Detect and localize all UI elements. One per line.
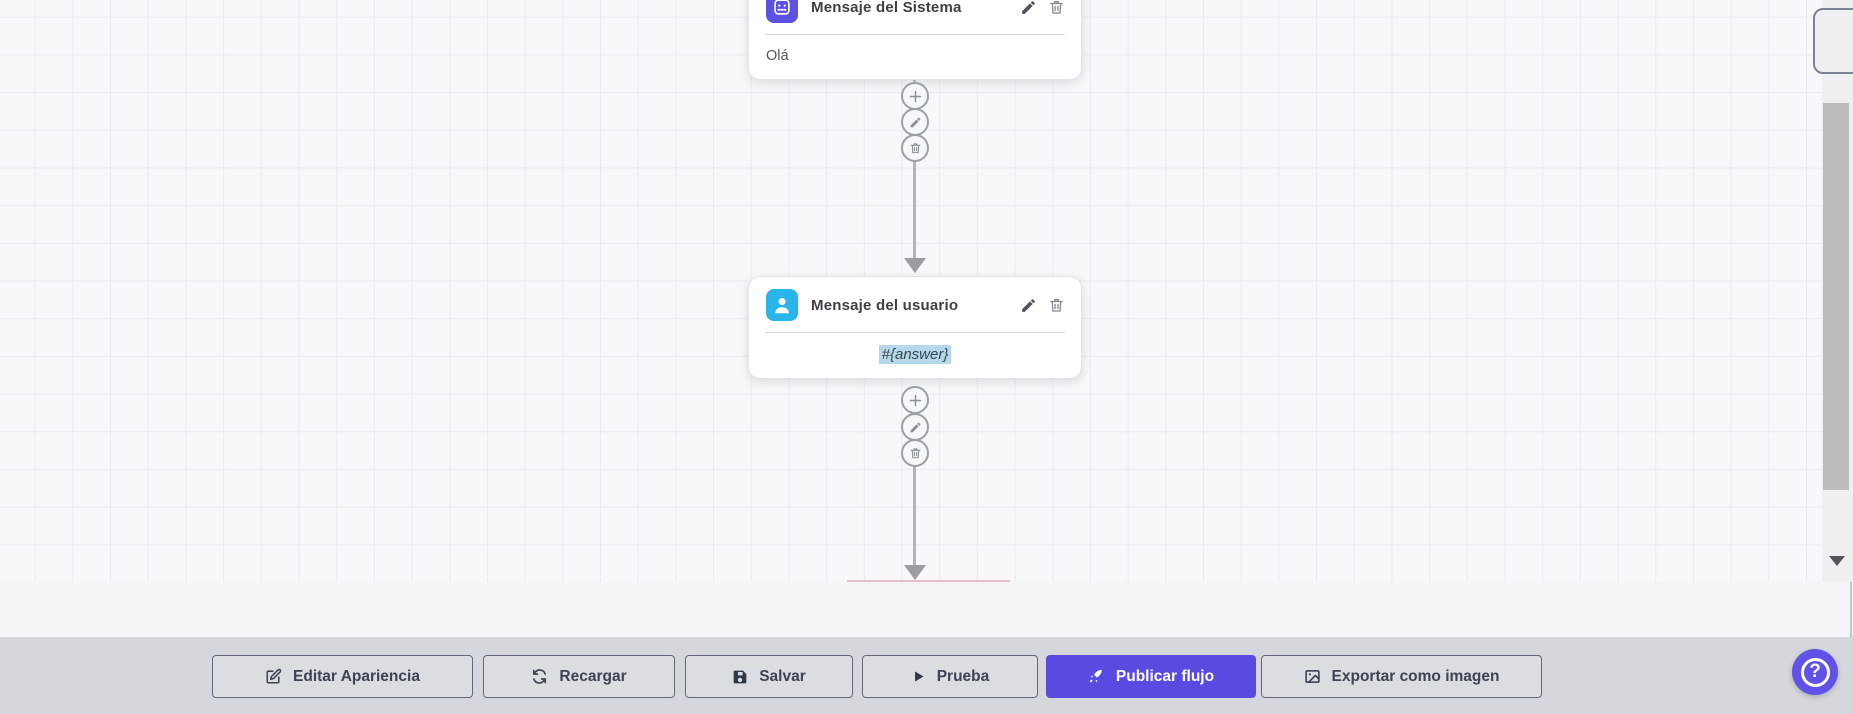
scrollbar-thumb[interactable]: [1823, 103, 1849, 490]
button-label: Prueba: [936, 667, 990, 685]
export-image-button[interactable]: Exportar como imagen: [1261, 655, 1542, 698]
edit-connector-button[interactable]: [901, 413, 929, 441]
connector-line: [913, 388, 916, 565]
arrow-down-icon: [904, 258, 926, 273]
reload-button[interactable]: Recargar: [483, 655, 675, 698]
next-node-edge: [847, 580, 1010, 582]
publish-flow-button[interactable]: Publicar flujo: [1046, 655, 1256, 698]
refresh-icon: [533, 669, 547, 684]
question-mark-icon: ?: [1800, 657, 1830, 687]
button-label: Editar Apariencia: [293, 667, 420, 685]
save-icon: [733, 670, 747, 683]
delete-connector-button[interactable]: [901, 134, 929, 162]
scrollbar-down-arrow-icon[interactable]: [1829, 556, 1845, 566]
node-system-message[interactable]: Mensaje del Sistema Olá: [748, 0, 1082, 80]
cutoff-panel: [1813, 8, 1853, 74]
button-label: Exportar como imagen: [1331, 667, 1500, 685]
trash-icon[interactable]: [1048, 0, 1065, 16]
pencil-icon: [910, 117, 920, 127]
variable-chip: #{answer}: [878, 345, 952, 364]
pencil-icon: [910, 422, 920, 432]
test-button[interactable]: Prueba: [862, 655, 1038, 698]
trash-icon: [910, 448, 920, 459]
plus-icon: [909, 394, 921, 406]
rocket-icon: [1089, 669, 1104, 683]
bottom-toolbar: Editar Apariencia Recargar Salvar Prueba: [0, 637, 1853, 714]
divider: [765, 332, 1065, 333]
save-button[interactable]: Salvar: [685, 655, 853, 698]
node-title: Mensaje del usuario: [811, 296, 959, 314]
node-user-message[interactable]: Mensaje del usuario #{answer}: [748, 276, 1082, 379]
user-icon: [766, 289, 798, 321]
arrow-down-icon: [904, 565, 926, 580]
button-label: Recargar: [559, 667, 627, 685]
flow-canvas[interactable]: Mensaje del Sistema Olá: [0, 0, 1853, 582]
image-icon: [1304, 670, 1320, 683]
pencil-icon[interactable]: [1020, 0, 1037, 16]
add-node-button[interactable]: [901, 386, 929, 414]
divider: [765, 34, 1065, 35]
node-title: Mensaje del Sistema: [811, 0, 962, 16]
node-header: Mensaje del usuario: [749, 277, 1081, 332]
help-button[interactable]: ?: [1792, 649, 1838, 695]
button-label: Salvar: [759, 667, 806, 685]
play-icon: [914, 671, 924, 682]
button-label: Publicar flujo: [1115, 667, 1215, 685]
robot-icon: [766, 0, 798, 23]
trash-icon: [910, 143, 920, 154]
delete-connector-button[interactable]: [901, 439, 929, 467]
node-header: Mensaje del Sistema: [749, 0, 1081, 34]
edit-appearance-button[interactable]: Editar Apariencia: [212, 655, 473, 698]
node-content: Olá: [766, 48, 789, 64]
lower-panel: [0, 582, 1853, 637]
plus-icon: [909, 90, 921, 102]
pencil-icon[interactable]: [1020, 297, 1037, 314]
add-node-button[interactable]: [901, 82, 929, 110]
connector-line: [913, 80, 916, 260]
edit-square-icon: [266, 668, 282, 684]
trash-icon[interactable]: [1048, 296, 1065, 314]
edit-connector-button[interactable]: [901, 108, 929, 136]
